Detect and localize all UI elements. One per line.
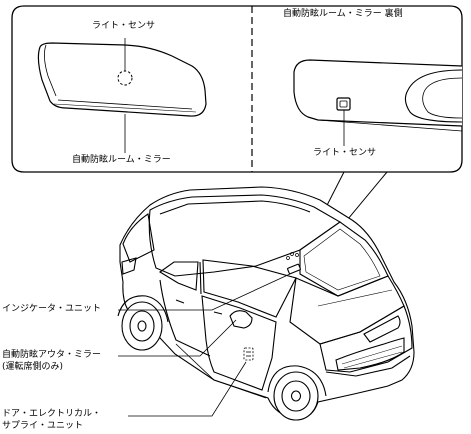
- rear-view-mirror-front: [37, 38, 207, 153]
- car-rear-wheel-hub: [137, 320, 147, 332]
- car-roof-rail: [159, 200, 311, 215]
- mirror-mount-arm-inner: [422, 77, 463, 119]
- label-outer-mirror-1: 自動防眩アウタ・ミラー: [2, 350, 102, 360]
- leader-indicator-unit: [118, 273, 291, 311]
- car-grille-slat1: [341, 345, 403, 365]
- callout-outline: [11, 5, 463, 173]
- label-indicator-unit: インジケータ・ユニット: [2, 304, 102, 314]
- car-rear-wheel: [121, 301, 163, 351]
- car-front-wheel: [273, 371, 319, 421]
- light-sensor-window: [336, 97, 351, 111]
- car-windshield-sensor: [286, 252, 299, 260]
- label-light-sensor-top: ライト・センサ: [92, 21, 156, 31]
- rear-view-mirror-back: [293, 59, 463, 146]
- car-rear-window: [122, 213, 155, 263]
- car-roof: [148, 194, 342, 277]
- car-side-window-front: [202, 259, 297, 318]
- label-door-supply-2: サプライ・ユニット: [2, 421, 84, 431]
- car-side-window-rear: [159, 261, 199, 291]
- car-indicator-unit: [287, 263, 301, 275]
- car-front-wheel-arch: [267, 365, 327, 397]
- car-door-supply-unit: [243, 347, 254, 361]
- vehicle-illustration: [117, 186, 415, 421]
- car-front-bumper: [325, 355, 411, 377]
- car-front-wheel-rim: [281, 380, 311, 412]
- car-door-handle-front: [213, 311, 223, 315]
- car-rear-wheel-rim: [129, 310, 155, 342]
- car-grille-slat2: [343, 351, 403, 369]
- car-leaders: [118, 273, 291, 417]
- mirror-mount-arm: [404, 69, 463, 123]
- car-front-door: [201, 295, 277, 391]
- mirror-front-body: [37, 42, 207, 117]
- label-door-supply-1: ドア・エレクトリカル・: [2, 409, 102, 419]
- car-b-pillar: [199, 261, 202, 295]
- car-hood-crease: [317, 289, 393, 307]
- leader-outer-mirror: [118, 319, 237, 357]
- mirror-front-edge-bottom: [57, 99, 193, 110]
- label-mirror-back-title: 自動防眩ルーム・ミラー 裏側: [283, 9, 403, 19]
- mirror-front-edge-top: [44, 44, 57, 97]
- mirror-back-body: [293, 59, 463, 127]
- car-front-wheel-hub: [290, 390, 302, 402]
- car-door-handle-rear: [175, 299, 185, 304]
- mirror-back-lower-edge: [317, 119, 463, 132]
- car-rear-wheel-arch: [117, 295, 169, 323]
- label-auto-dimming-mirror: 自動防眩ルーム・ミラー: [72, 155, 171, 165]
- car-rear-door-line: [159, 279, 211, 357]
- car-grille: [335, 337, 405, 371]
- leader-door-supply: [128, 361, 247, 417]
- car-front-fascia: [319, 305, 413, 373]
- label-outer-mirror-2: (運転席側のみ): [2, 362, 64, 372]
- label-light-sensor-bottom: ライト・センサ: [313, 148, 377, 158]
- car-outer-mirror: [229, 310, 253, 329]
- mirror-front-edge-bottom2: [53, 103, 197, 113]
- car-rear-lamp: [121, 257, 137, 275]
- car-headlight: [363, 315, 401, 343]
- car-windshield-inner: [303, 228, 381, 291]
- light-sensor-window-inner: [339, 100, 348, 108]
